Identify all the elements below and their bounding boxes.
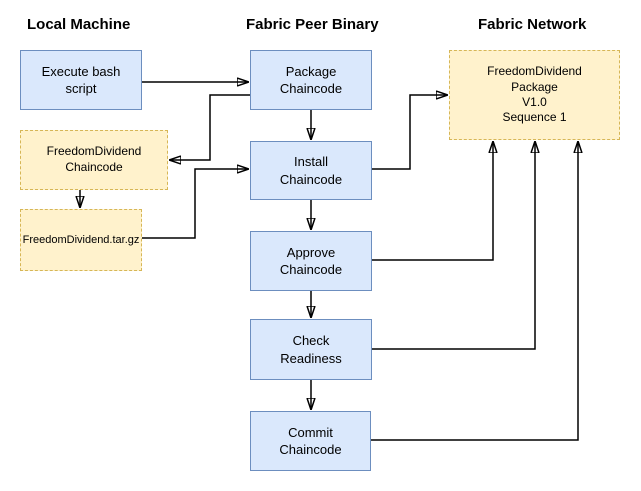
column-title-fabric-peer-binary: Fabric Peer Binary — [246, 16, 379, 33]
node-commit-chaincode: Commit Chaincode — [250, 411, 371, 471]
connector-approve-to-fabric-network — [372, 142, 493, 261]
node-install-chaincode: Install Chaincode — [250, 141, 372, 200]
node-package-chaincode: Package Chaincode — [250, 50, 372, 110]
node-check-readiness: Check Readiness — [250, 319, 372, 380]
column-title-local-machine: Local Machine — [27, 16, 131, 33]
node-approve-chaincode: Approve Chaincode — [250, 231, 372, 291]
column-title-fabric-network: Fabric Network — [478, 16, 587, 33]
node-execute-bash-script: Execute bash script — [20, 50, 142, 110]
connector-commit-to-fabric-network — [371, 142, 578, 441]
node-freedomdividend-targz: FreedomDividend.tar.gz — [20, 209, 142, 271]
connector-package-chaincode-to-freedomdividend-chaincode — [170, 94, 250, 160]
node-freedomdividend-package: FreedomDividend Package V1.0 Sequence 1 — [449, 50, 620, 140]
connector-check-to-fabric-network — [372, 142, 535, 350]
node-freedomdividend-chaincode: FreedomDividend Chaincode — [20, 130, 168, 190]
connector-install-to-fabric-network — [372, 95, 447, 170]
